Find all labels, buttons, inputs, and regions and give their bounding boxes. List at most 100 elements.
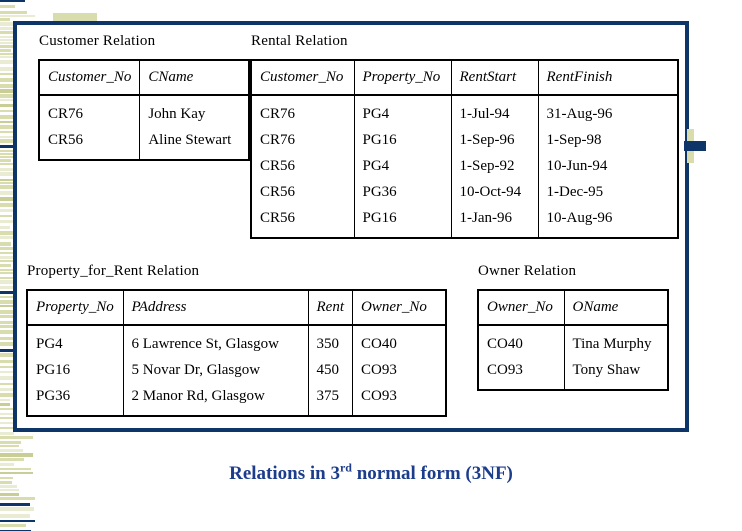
table-cell: PG4 [26,325,124,357]
stripe-line [0,226,10,229]
stripe-line [0,236,15,239]
right-tab-stub [684,141,706,151]
stripe-line [0,296,16,298]
table-cell: 1-Jan-96 [450,205,539,238]
stripe-line [0,403,10,406]
stripe-line [0,399,10,401]
slide-caption: Relations in 3rd normal form (3NF) [0,462,742,485]
rental-relation-title: Rental Relation [251,33,348,49]
stripe-line [0,458,24,461]
stripe-line [0,315,18,318]
stripe-line [0,493,19,496]
stripe-line [0,441,21,444]
stripe-line [0,524,26,527]
column-header: RentStart [450,60,539,96]
stripe-line [0,503,30,506]
column-header: Property_No [353,60,452,96]
stripe-line [0,366,13,368]
table-cell: John Kay [139,95,250,127]
table-cell: CO93 [352,357,446,383]
table-cell: 5 Novar Dr, Glasgow [122,357,309,383]
column-header: CName [139,60,250,96]
stripe-line [0,231,17,235]
stripe-line [0,436,33,439]
stripe-line [0,11,27,14]
table-cell: CO93 [477,357,565,390]
stripe-line [0,264,11,267]
stripe-line [0,215,12,217]
stripe-line [0,300,25,304]
stripe-line [0,310,14,314]
stripe-line [0,163,16,165]
stripe-line [0,36,24,38]
stripe-line [0,115,23,119]
table-cell: 1-Sep-98 [537,127,679,153]
column-header: RentFinish [537,60,679,96]
right-tab-square-bottom [687,151,694,163]
stripe-line [0,18,10,21]
table-cell: 6 Lawrence St, Glasgow [122,325,309,357]
stripe-line [0,247,15,250]
stripe-line [0,286,18,289]
column-header: Customer_No [38,60,141,96]
stripe-line [0,337,17,340]
stripe-line [0,349,21,352]
table-cell: CR76 [250,95,355,127]
table-cell: CO40 [477,325,565,357]
stripe-line [0,485,17,488]
stripe-line [0,463,14,466]
stripe-line [0,277,19,279]
right-tab-square-top [687,129,694,141]
stripe-line [0,220,20,223]
stripe-line [0,49,11,52]
table-cell: 10-Jun-94 [537,153,679,179]
table-cell: CO93 [352,383,446,416]
stripe-line [0,453,33,457]
customer-relation-title: Customer Relation [39,33,156,49]
table-cell: 31-Aug-96 [537,95,679,127]
table-cell: CR56 [250,205,355,238]
stripe-line [0,449,23,452]
stripe-line [0,110,14,112]
stripe-line [0,280,15,284]
stripe-line [0,413,25,415]
stripe-line [0,15,35,17]
stripe-line [0,256,17,259]
stripe-line [0,56,21,58]
stripe-line [0,445,19,447]
stripe-line [0,159,11,162]
stripe-line [0,182,23,184]
stripe-line [0,371,19,373]
stripe-line [0,125,23,129]
table-cell: PG16 [26,357,124,383]
table-cell: PG4 [353,95,452,127]
table-cell: Tina Murphy [563,325,669,357]
table-cell: CR56 [250,153,355,179]
stripe-line [0,481,12,484]
stripe-line [0,376,20,380]
stripe-line [0,520,35,522]
table-cell: Aline Stewart [139,127,250,160]
stripe-line [0,432,14,435]
table-cell: 10-Aug-96 [537,205,679,238]
table-cell: 1-Dec-95 [537,179,679,205]
column-header: Customer_No [250,60,355,96]
